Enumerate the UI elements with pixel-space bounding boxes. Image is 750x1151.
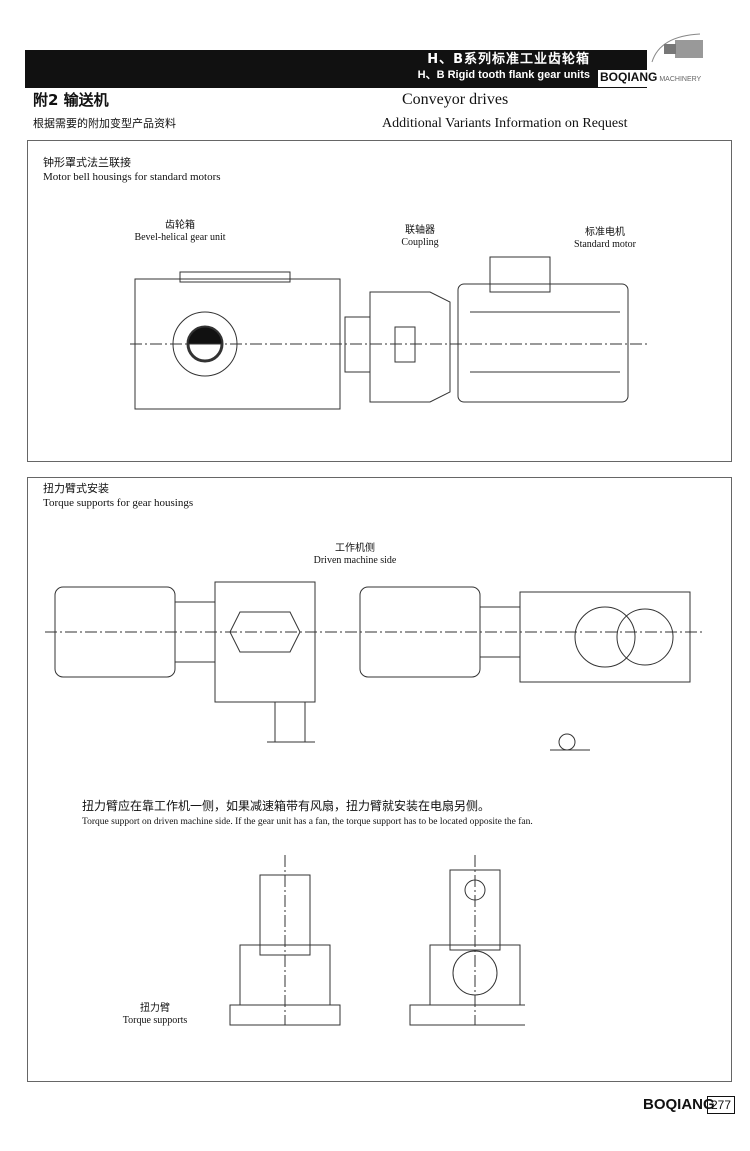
subtitle-cn: 根据需要的附加变型产品资料	[33, 117, 176, 130]
footer-brand: BOQIANG	[643, 1096, 715, 1113]
torque-arm-detail-drawing	[229, 855, 525, 1026]
header-series-en: H、B Rigid tooth flank gear units	[417, 69, 590, 81]
header-series-cn: H、B系列标准工业齿轮箱	[427, 52, 590, 67]
section1-title-cn: 钟形罩式法兰联接	[43, 156, 131, 169]
note-cn: 扭力臂应在靠工作机一侧，如果减速箱带有风扇，扭力臂就安装在电扇另侧。	[82, 799, 491, 813]
page-number: 277	[707, 1096, 736, 1114]
torque-support-drawing	[45, 581, 705, 751]
section-torque-supports	[27, 477, 732, 1082]
subtitle-en: Additional Variants Information on Reque…	[382, 116, 628, 131]
section1-title-en: Motor bell housings for standard motors	[43, 171, 221, 183]
bell-housing-drawing	[130, 256, 650, 410]
section2-title-cn: 扭力臂式安装	[43, 482, 109, 495]
gearbox-logo-icon	[651, 33, 703, 63]
header-bar	[25, 50, 647, 88]
page-title-cn: 附2 输送机	[33, 91, 109, 109]
section2-title-en: Torque supports for gear housings	[43, 497, 194, 509]
note-en: Torque support on driven machine side. I…	[82, 817, 533, 827]
section-bell-housing	[27, 140, 732, 462]
page-title-en: Conveyor drives	[402, 91, 509, 108]
